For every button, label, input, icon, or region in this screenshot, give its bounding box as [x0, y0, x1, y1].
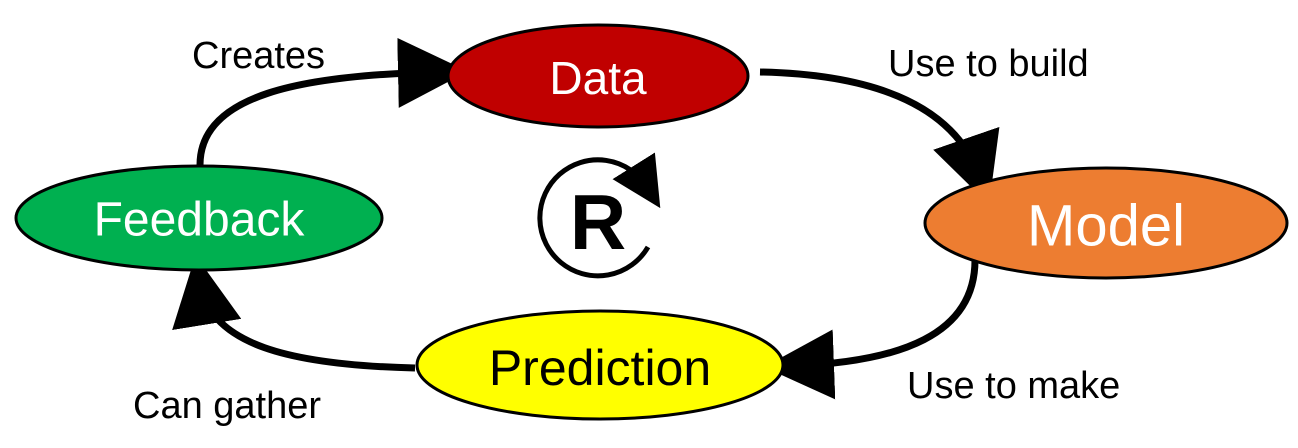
- edge-label-use-to-build: Use to build: [888, 43, 1089, 85]
- node-feedback-label: Feedback: [94, 194, 306, 247]
- node-prediction-shape: [415, 309, 785, 421]
- edge-label-use-to-make: Use to make: [907, 365, 1120, 407]
- node-prediction-label: Prediction: [489, 340, 711, 396]
- node-data-label: Data: [549, 52, 647, 104]
- arrow-model-to-prediction: [764, 259, 979, 400]
- node-prediction: Prediction: [415, 309, 785, 421]
- node-data-shape: [446, 23, 750, 129]
- center-letter-r: R: [570, 178, 626, 266]
- refresh-cycle-icon: R: [537, 152, 661, 279]
- arrow-feedback-to-data: [196, 37, 468, 166]
- edge-label-creates: Creates: [192, 35, 325, 77]
- arrow-prediction-to-feedback: [172, 255, 416, 372]
- node-feedback: Feedback: [14, 164, 384, 272]
- node-model-shape: [923, 166, 1289, 280]
- node-data: Data: [446, 23, 750, 129]
- edge-label-can-gather: Can gather: [133, 385, 321, 427]
- node-model: Model: [923, 166, 1289, 280]
- node-feedback-shape: [14, 164, 384, 272]
- cycle-arc: [537, 152, 661, 279]
- node-model-label: Model: [1027, 194, 1185, 259]
- arrow-data-to-model: [759, 68, 1000, 205]
